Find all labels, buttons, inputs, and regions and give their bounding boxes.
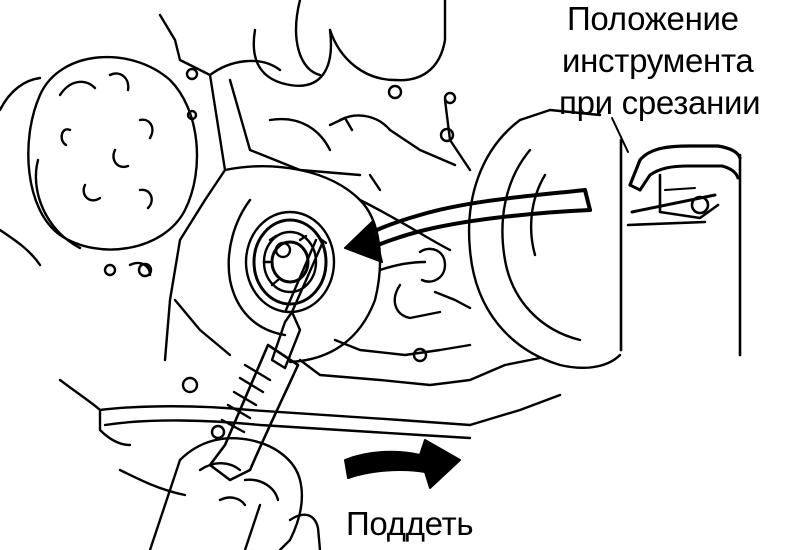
curved-arrow-right-icon [344,439,461,489]
callout-text-line3: при срезании [559,84,761,121]
curved-arrow-left-icon [344,188,592,263]
inset-detail [611,117,742,357]
pry-action-label: Поддеть [346,505,474,542]
crankshaft-oil-seal [244,210,336,314]
right-pulley [467,108,622,369]
bolt-markers [103,109,198,277]
callout-text-line1: Положение [567,0,739,37]
crankshaft-housing [128,165,542,440]
screwdriver [208,236,328,482]
oil-pan [58,378,562,497]
timing-cover [158,0,472,362]
callout-text-line2: инструмента [562,42,754,79]
water-pump-pulley [0,55,199,267]
hand [148,437,322,550]
